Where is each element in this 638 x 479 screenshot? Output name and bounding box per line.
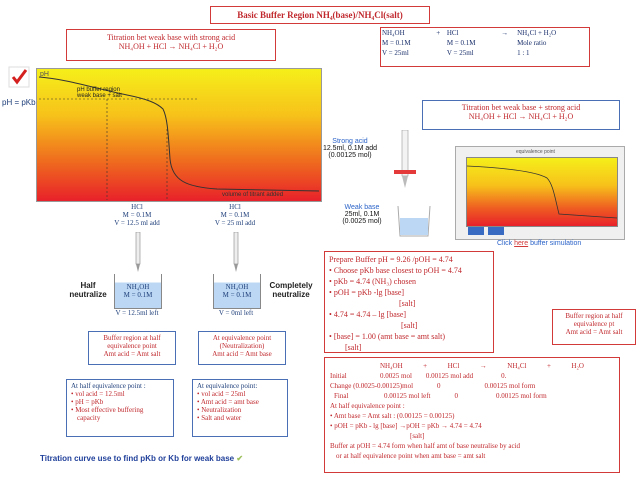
graph-region-label: pH buffer region weak base + salt — [77, 87, 122, 99]
prepare-buffer-box: Prepare Buffer pH = 9.26 /pOH = 4.74 • C… — [324, 251, 494, 353]
ph-pkb-label: pH = pKb — [2, 98, 36, 107]
beaker-half: NH₄OH M = 0.1M — [114, 274, 162, 309]
list-item: Amt acid = amt base — [197, 398, 283, 406]
equivalence-box: At equivalence point (Neutralization) Am… — [198, 331, 286, 365]
list-item: Neutralization — [197, 406, 283, 414]
list-item: vol acid = 25ml — [197, 390, 283, 398]
burette-half-icon — [133, 231, 143, 272]
sim-link-text: Click here buffer simulation — [497, 240, 582, 247]
ice-initial-row: Initial 0.0025 mol 0.00125 mol add 0. — [330, 372, 507, 380]
check-icon: ✔ — [236, 454, 244, 463]
red-check-icon — [8, 66, 30, 88]
ice-final-row: Final 0.00125 mol left 0 0.00125 mol for… — [334, 392, 547, 400]
weak-base-label: Weak base 25ml, 0.1M (0.0025 mol) — [342, 204, 382, 225]
simulation-window[interactable]: equivalence point — [455, 146, 625, 240]
ice-box: NH₄OH + HCl → NH₄Cl + H₂O Initial 0.0025… — [324, 357, 620, 473]
half-equiv-list: At half equivalence point : vol acid = 1… — [66, 379, 174, 437]
list-item: Salt and water — [197, 414, 283, 422]
buffer-half-right-box: Buffer region at half equivalence pt Amt… — [552, 309, 636, 345]
equiv-list: At equivalence point: vol acid = 25ml Am… — [192, 379, 288, 437]
beaker-full: NH₄OH M = 0.1M — [213, 274, 261, 309]
burette-full-icon — [231, 231, 241, 272]
page-title: Basic Buffer Region NH₄(base)/NH₄Cl(salt… — [210, 6, 430, 24]
reaction-table: NH₄OH + HCl → NH₄Cl + H₂O M = 0.1M M = 0… — [380, 27, 590, 67]
sim-window-title: equivalence point — [516, 149, 555, 155]
ice-change-row: Change (0.0025-0.00125)mol 0 0.00125 mol… — [330, 382, 536, 390]
list-item: pH = pKb — [71, 398, 169, 406]
right-titration-title: Titration bet weak base + strong acid NH… — [422, 100, 620, 130]
graph-y-label: pH — [40, 71, 49, 78]
beaker-half-under: V = 12.5ml left — [115, 309, 159, 317]
fraction-denominator: [salt] — [410, 432, 425, 440]
fraction-denominator: [salt] — [345, 343, 362, 352]
titration-graph: pH pH buffer region weak base + salt vol… — [36, 68, 322, 202]
burette-apparatus-icon — [388, 129, 422, 200]
completely-neutralize-label: Completely neutralize — [269, 281, 313, 299]
titration-curve — [38, 76, 320, 200]
bottom-caption: Titration curve use to find pKb or Kb fo… — [40, 454, 244, 463]
list-item: • Choose pKb base closest to pOH = 4.74 — [329, 266, 462, 275]
list-item: • [base] = 1.00 (amt base = amt salt) — [329, 332, 446, 341]
list-item: Most effective buffering — [71, 406, 169, 414]
left-titration-title: Titration bet weak base with strong acid… — [66, 29, 276, 61]
sim-graph — [466, 157, 618, 227]
half-neutralize-label: Half neutralize — [69, 281, 107, 299]
fraction-denominator: [salt] — [399, 299, 416, 308]
sim-button-2[interactable] — [488, 227, 504, 235]
here-link[interactable]: here — [514, 240, 529, 247]
beaker-full-under: V = 0ml left — [218, 309, 254, 317]
buffer-half-box: Buffer region at half equivalence point … — [88, 331, 176, 365]
sim-button-1[interactable] — [468, 227, 484, 235]
list-item: • pKb = 4.74 (NH₃) chosen — [329, 277, 416, 286]
hcl-half-label: HCl M = 0.1M V = 12.5 ml add — [114, 203, 160, 227]
strong-acid-label: Strong acid 12.5ml, 0.1M add (0.00125 mo… — [322, 138, 378, 159]
list-item: • 4.74 = 4.74 – lg [base] — [329, 310, 407, 319]
graph-x-label: volume of titrant added — [222, 192, 284, 198]
list-item: vol acid = 12.5ml — [71, 390, 169, 398]
list-item: • pOH = pKb -lg [base] — [329, 288, 405, 297]
hcl-full-label: HCl M = 0.1M V = 25 ml add — [214, 203, 256, 227]
ice-header: NH₄OH + HCl → NH₄Cl + H₂O — [380, 362, 584, 370]
fraction-denominator: [salt] — [401, 321, 418, 330]
beaker-apparatus-icon — [396, 204, 432, 238]
reaction-table-grid: NH₄OH + HCl → NH₄Cl + H₂O M = 0.1M M = 0… — [382, 29, 557, 57]
